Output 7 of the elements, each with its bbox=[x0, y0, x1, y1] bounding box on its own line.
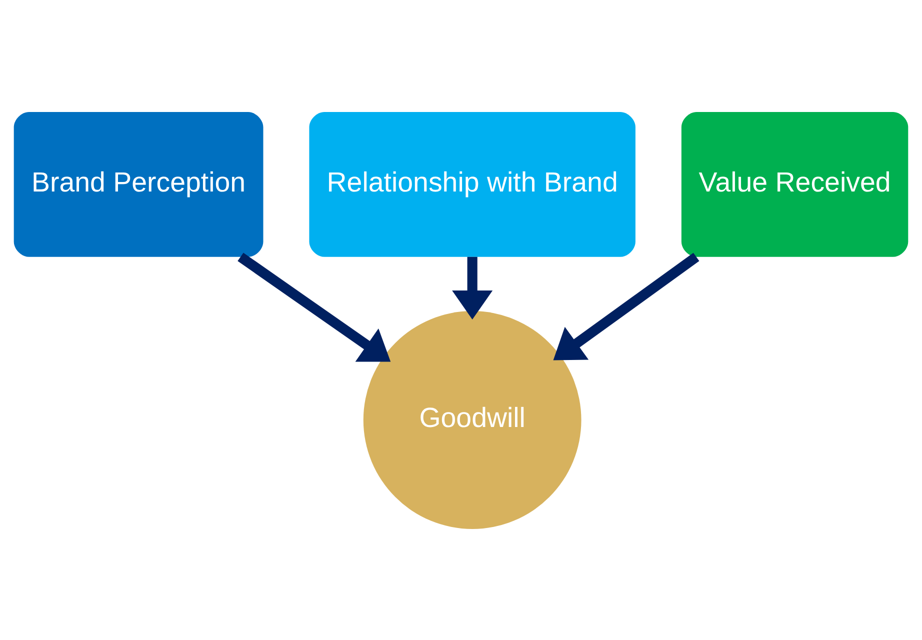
arrow bbox=[553, 252, 700, 360]
node-box: Value Received bbox=[681, 112, 908, 256]
node-circle: Goodwill bbox=[363, 310, 582, 528]
node-box: Brand Perception bbox=[14, 112, 264, 256]
node-box: Relationship with Brand bbox=[309, 112, 636, 256]
arrow bbox=[452, 256, 493, 319]
arrow bbox=[238, 252, 391, 362]
